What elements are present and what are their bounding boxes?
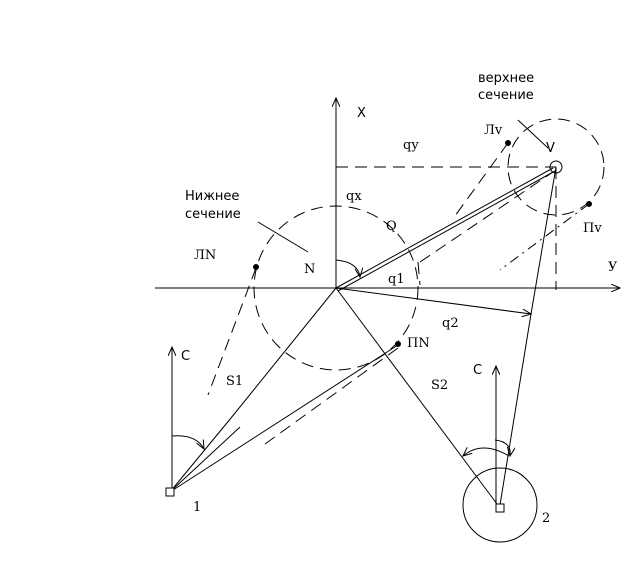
line-1-to-pn	[169, 344, 399, 493]
point-v-marker	[549, 160, 563, 174]
label-axis-y: У	[608, 260, 618, 275]
angle-arc-2b	[494, 439, 510, 456]
label-upper-section-2: сечение	[478, 88, 534, 103]
label-upper-section-1: верхнее	[478, 71, 534, 86]
upper-section-circle	[507, 118, 605, 216]
label-point-2: 2	[542, 511, 550, 526]
pn-sight-line	[264, 347, 399, 445]
point-ln	[253, 264, 259, 270]
pv-sight-line	[499, 203, 590, 271]
point-pn	[395, 341, 401, 347]
label-v: V	[546, 141, 555, 156]
line-1-to-v	[169, 426, 241, 493]
label-qy: qy	[403, 138, 419, 153]
label-lower-section-1: Нижнее	[185, 189, 239, 204]
angle-arc-n	[335, 259, 360, 277]
station-1-icon	[165, 487, 175, 497]
angle-arc-2	[463, 448, 510, 456]
angle-arc-1	[171, 435, 204, 449]
ln-sight-line	[207, 267, 257, 396]
line-1-to-s1	[169, 417, 232, 493]
label-lower-section-2: сечение	[185, 207, 241, 222]
label-ln: ЛN	[194, 248, 216, 263]
station-2-icon	[495, 503, 505, 513]
label-lv: Лv	[484, 123, 503, 138]
label-pn: ПN	[407, 336, 430, 351]
label-qx: qx	[346, 189, 362, 204]
point-pv	[586, 201, 592, 207]
lower-section-circle	[253, 205, 419, 371]
v-sight-line	[419, 171, 554, 263]
lower-section-tick	[257, 221, 309, 253]
label-c-2: C	[473, 363, 482, 378]
point-lv	[505, 140, 511, 146]
label-s2: S2	[431, 378, 448, 393]
label-q: Q	[386, 219, 397, 234]
station-2-circle	[462, 467, 538, 543]
label-q1: q1	[388, 272, 405, 287]
q2-vector	[335, 287, 531, 314]
label-pv: Пv	[583, 221, 602, 236]
q-vector-inner	[337, 170, 556, 292]
line-v-to-2	[499, 166, 557, 506]
s2-line	[335, 287, 501, 509]
q-vector	[335, 167, 554, 289]
s1-line	[230, 287, 337, 419]
label-q2: q2	[442, 316, 459, 331]
label-point-1: 1	[193, 500, 201, 515]
label-n: N	[304, 262, 315, 277]
label-s1: S1	[226, 374, 243, 389]
q1-arc-dash	[417, 261, 421, 286]
lv-sight-line	[451, 142, 509, 221]
upper-section-tick	[517, 119, 549, 149]
label-axis-x: X	[357, 106, 366, 121]
label-c-1: C	[181, 349, 190, 364]
